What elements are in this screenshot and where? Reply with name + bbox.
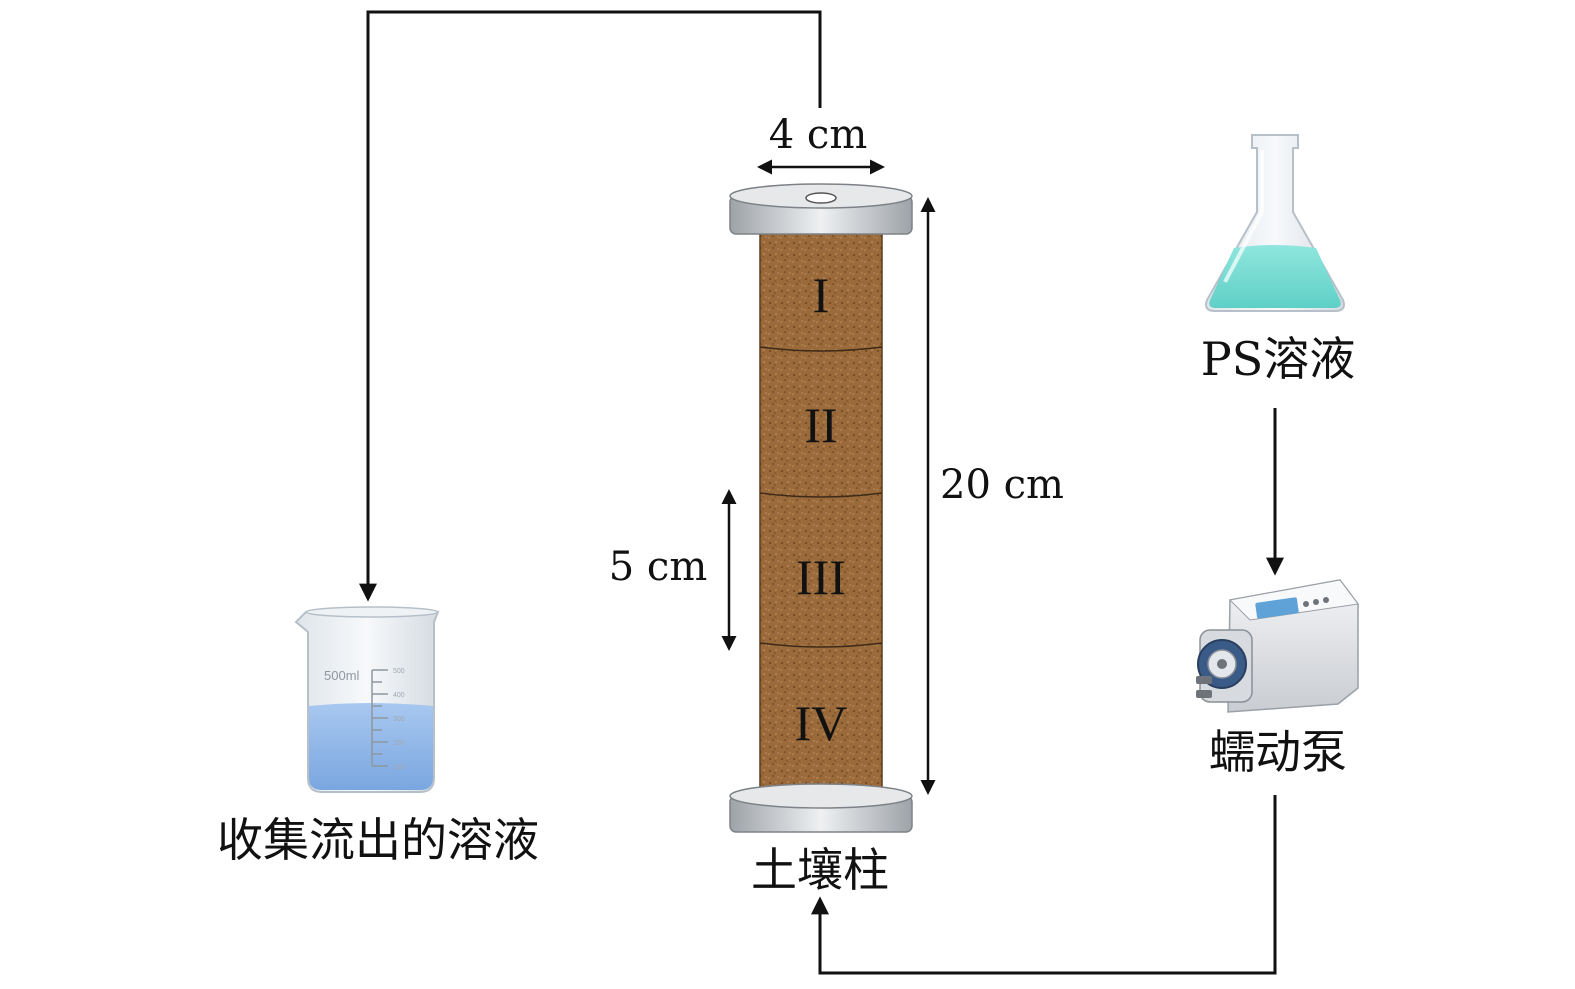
flask-liquid <box>1209 245 1341 308</box>
height-dimension-label: 20 cm <box>940 462 1064 508</box>
width-dimension-label: 4 cm <box>769 112 868 158</box>
pump-to-column-line <box>811 795 1277 975</box>
soil-fill <box>759 225 883 805</box>
beaker-liquid <box>309 703 433 790</box>
flask-caption: PS溶液 <box>1201 332 1355 386</box>
beaker-caption: 收集流出的溶液 <box>217 813 539 867</box>
beaker-scale <box>371 669 388 767</box>
flask-icon <box>1205 134 1345 312</box>
flow-lines <box>359 10 1284 975</box>
peristaltic-pump-icon <box>1196 579 1359 713</box>
segment-label: I <box>813 267 830 323</box>
beaker-capacity-label: 500ml <box>324 668 360 683</box>
inlet-hole <box>805 192 837 204</box>
pump-caption: 蠕动泵 <box>1209 725 1347 779</box>
beaker-tick-label: 400 <box>393 692 405 699</box>
dimension-arrows <box>721 159 936 795</box>
beaker-tick-label: 500 <box>393 668 405 675</box>
outflow-line <box>359 10 822 602</box>
bottom-cap <box>729 783 913 833</box>
segment-label: IV <box>795 695 848 751</box>
pump-display <box>1255 597 1299 619</box>
beaker-tick-label: 200 <box>393 740 405 747</box>
beaker-tick-label: 100 <box>393 764 405 771</box>
segment-label: II <box>804 397 837 453</box>
beaker-tick-label: 300 <box>393 716 405 723</box>
soil-column: I II III IV <box>729 183 913 833</box>
column-caption: 土壤柱 <box>751 843 889 897</box>
segment-dimension-label: 5 cm <box>609 544 708 590</box>
top-cap <box>729 183 913 235</box>
segment-label: III <box>796 549 846 605</box>
beaker: 500ml 500 400 300 200 100 <box>294 606 440 793</box>
